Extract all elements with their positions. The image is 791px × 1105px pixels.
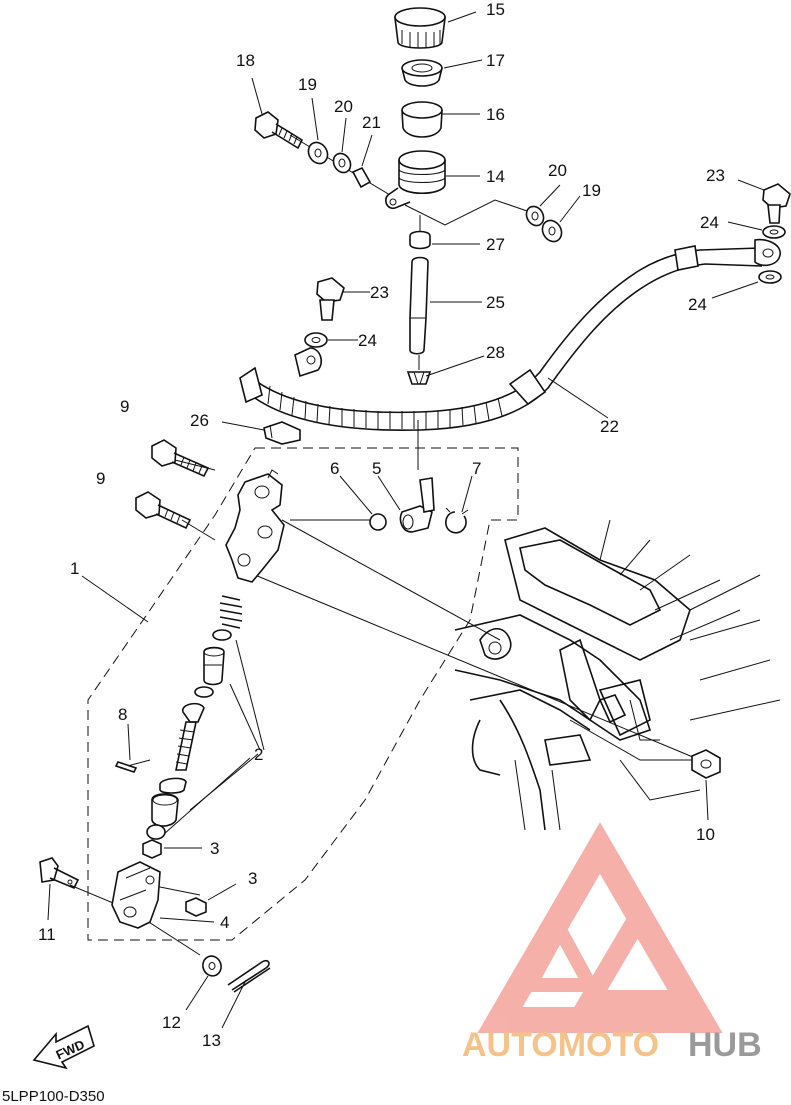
callout-8: 8	[118, 705, 127, 724]
callout-9-upper: 9	[120, 397, 129, 416]
reservoir-tank	[385, 150, 446, 210]
brake-hose-22	[239, 238, 781, 432]
callout-28: 28	[486, 343, 505, 362]
callout-6: 6	[330, 459, 339, 478]
callout-20-right: 20	[548, 161, 567, 180]
callout-4: 4	[220, 913, 229, 932]
nut-3-lower	[185, 897, 207, 917]
reference-code: 5LPP100-D350	[2, 1088, 105, 1105]
callout-9-lower: 9	[96, 469, 105, 488]
master-cylinder-bracket	[225, 469, 285, 583]
union-bolt-23-right	[762, 183, 791, 224]
callout-19-left: 19	[298, 75, 317, 94]
callout-2: 2	[254, 745, 263, 764]
washer-12	[202, 955, 222, 977]
washer-19-left	[307, 141, 329, 165]
callout-17: 17	[486, 51, 505, 70]
callout-22: 22	[600, 417, 619, 436]
callout-1: 1	[70, 559, 79, 578]
callout-11: 11	[38, 925, 56, 944]
washer-20-right	[525, 205, 545, 227]
o-ring-6	[369, 513, 387, 531]
piston	[203, 646, 225, 686]
washer-24-right-bottom	[758, 270, 782, 284]
callout-25: 25	[486, 293, 505, 312]
pin-11	[39, 857, 80, 890]
callout-3-lower: 3	[248, 869, 257, 888]
hose-joint-5	[399, 477, 435, 533]
callout-24-right-bottom: 24	[688, 295, 707, 314]
washer-19-right	[541, 219, 563, 243]
return-spring	[219, 595, 243, 629]
piston-cup	[212, 629, 232, 641]
circlip-7	[445, 507, 469, 534]
washer-24-left	[304, 332, 328, 348]
cotter-8	[114, 761, 138, 773]
watermark-logo	[477, 822, 723, 1033]
collar-21	[351, 166, 372, 189]
piston-washer	[194, 686, 214, 698]
hose-clamp-27	[409, 222, 431, 250]
pushrod	[175, 702, 205, 771]
callout-15: 15	[486, 0, 505, 19]
reservoir-hose-25	[409, 256, 429, 355]
dust-boot	[151, 793, 179, 827]
callout-5: 5	[372, 459, 381, 478]
union-bolt-23-left	[316, 277, 345, 321]
cotter-pin-13	[227, 959, 271, 993]
callout-27: 27	[486, 235, 505, 254]
fwd-arrow-icon: FWD	[32, 1024, 95, 1070]
washer-20-left	[332, 152, 352, 174]
callout-labels: 15 17 16 14 18 19 20 21 20 19 23 24 24 2…	[38, 0, 725, 1050]
nut-3-upper	[142, 839, 162, 859]
callout-leaders	[47, 11, 765, 1029]
callout-24-left: 24	[358, 331, 377, 350]
boot-ring	[146, 824, 166, 840]
callout-3-upper: 3	[210, 839, 219, 858]
callout-14: 14	[486, 167, 505, 186]
washer-24-right-top	[762, 225, 786, 239]
bolt-18	[254, 111, 304, 150]
callout-16: 16	[486, 105, 505, 124]
assembly-outline	[87, 447, 519, 941]
callout-20-left: 20	[334, 97, 353, 116]
callout-19-right: 19	[582, 181, 601, 200]
callout-21: 21	[362, 113, 381, 132]
nut-10	[691, 749, 721, 779]
hose-clamp-28	[406, 371, 432, 385]
watermark-brand-part2: HUB	[688, 1026, 762, 1064]
reservoir-cap	[394, 7, 446, 49]
callout-26: 26	[190, 411, 209, 430]
watermark-brand-part1: AUTOMOTO	[462, 1026, 659, 1064]
callout-13: 13	[202, 1031, 221, 1050]
bolt-9-lower	[135, 491, 192, 530]
callout-10: 10	[696, 825, 715, 844]
pushrod-clip	[159, 777, 187, 794]
callout-7: 7	[472, 459, 481, 478]
motorcycle-frame	[454, 519, 781, 831]
callout-24-right-top: 24	[700, 213, 719, 232]
callout-18: 18	[236, 51, 255, 70]
reservoir-diaphragm	[401, 101, 443, 138]
hose-guide-26	[263, 421, 301, 445]
callout-23-right: 23	[706, 166, 725, 185]
clevis-4	[111, 861, 161, 929]
reservoir-diaphragm-plate	[401, 59, 443, 87]
callout-12: 12	[162, 1013, 181, 1032]
bolt-9-upper	[151, 439, 210, 478]
callout-23-left: 23	[370, 283, 389, 302]
